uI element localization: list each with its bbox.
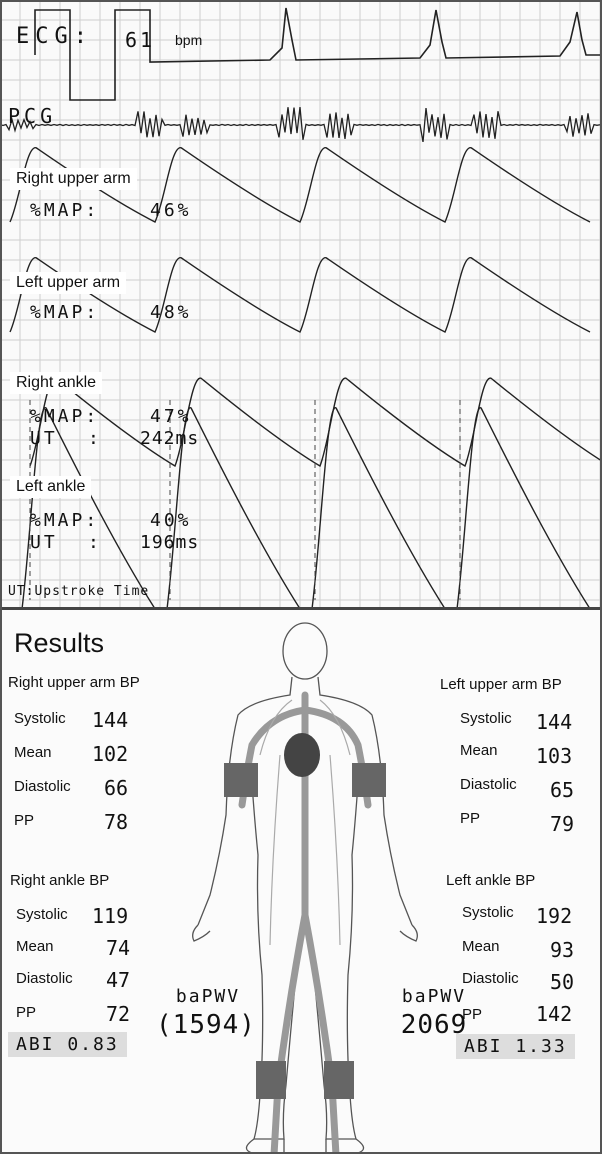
image-border <box>0 0 602 1154</box>
